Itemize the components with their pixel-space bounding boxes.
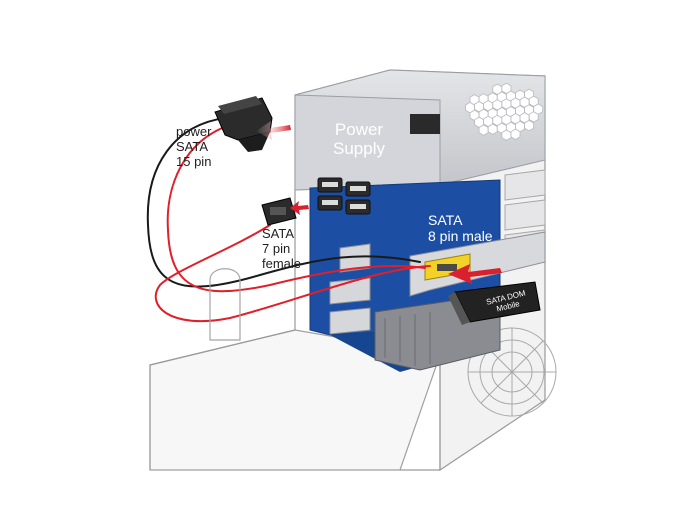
- grille-cell: [501, 129, 512, 141]
- sata-7pin-label-line3: female: [262, 256, 302, 271]
- power-sata-label-line3: 15 pin: [176, 154, 212, 169]
- power-supply-label-line2: Supply: [333, 139, 385, 158]
- power-sata-label-line1: power: [176, 124, 212, 139]
- cable-loop: [209, 268, 241, 341]
- power-supply-label: Power Supply: [314, 120, 404, 158]
- pci-bracket: [409, 231, 546, 297]
- grille-cell: [478, 124, 489, 136]
- arrow-to-8pin: [448, 264, 502, 284]
- arrow-to-power: [256, 121, 291, 140]
- power-sata-label: power SATA 15 pin: [176, 124, 211, 169]
- sata-7pin-label: SATA 7 pin female: [262, 226, 301, 271]
- sata-8pin-label-line1: SATA: [428, 212, 463, 228]
- arrow-to-sata7: [290, 201, 309, 215]
- power-sata-connector: [214, 96, 273, 152]
- sata-8pin-label: SATA 8 pin male: [428, 212, 493, 244]
- sata-7pin-label-line1: SATA: [262, 226, 295, 241]
- psu-fan-grille: [465, 82, 544, 141]
- sata-7pin-connector: [261, 197, 297, 226]
- power-supply: [294, 69, 546, 191]
- grille-cell: [487, 123, 498, 135]
- power-supply-label-line1: Power: [334, 120, 384, 139]
- power-sata-label-line2: SATA: [176, 139, 209, 154]
- sata-dom-module: [448, 281, 541, 325]
- grille-cell: [510, 128, 521, 140]
- psu-switch: [410, 114, 440, 134]
- sata-8pin-label-line2: 8 pin male: [428, 228, 493, 244]
- motherboard-sata-port-slots: [322, 182, 366, 209]
- board-components: [329, 243, 371, 335]
- grille-cell: [528, 111, 539, 123]
- grille-cell: [524, 119, 534, 132]
- sata-7pin-label-line2: 7 pin: [262, 241, 291, 256]
- cables: [146, 117, 431, 323]
